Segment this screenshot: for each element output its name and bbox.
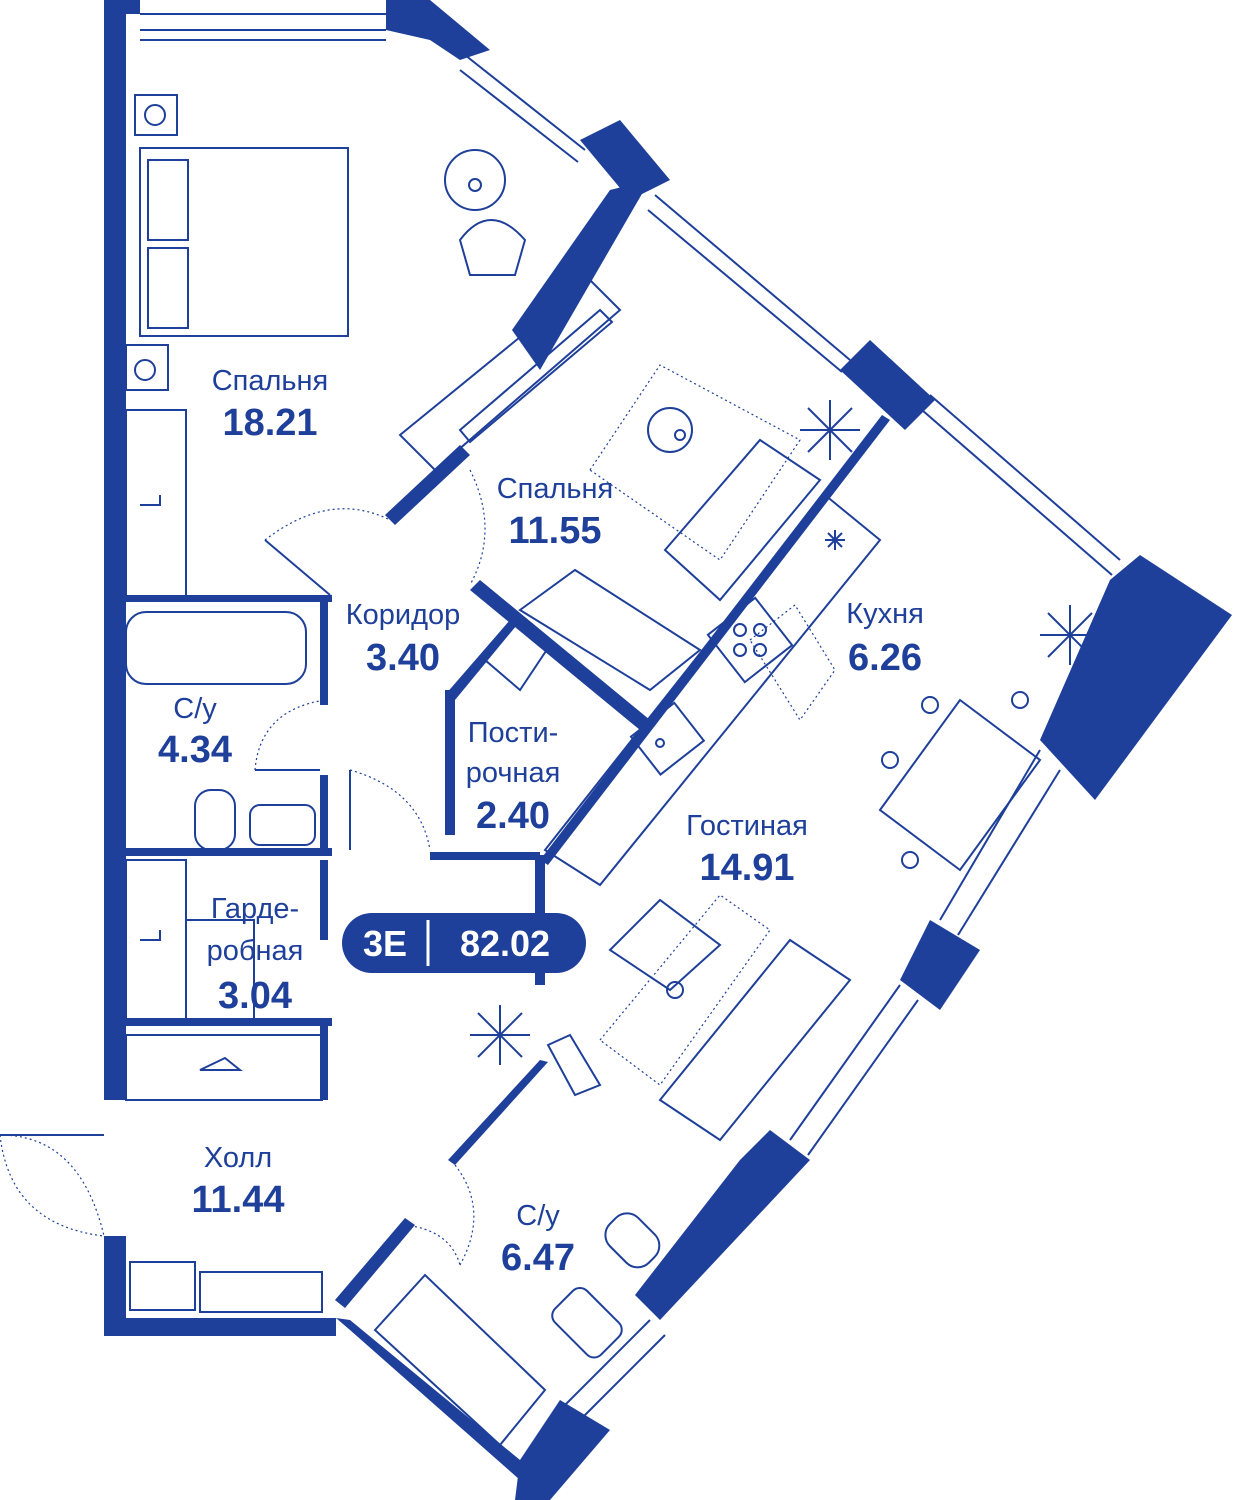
room-area-bedroom-2: 11.55 xyxy=(509,510,602,552)
toilet-icon xyxy=(194,789,236,851)
doors xyxy=(0,469,486,1266)
bathtub-2-icon xyxy=(373,1273,547,1447)
bed-icon xyxy=(139,147,349,337)
windows xyxy=(140,13,1121,1426)
room-area-wardrobe: 3.04 xyxy=(218,975,292,1017)
apartment-badge: 3Е 82.02 xyxy=(342,913,586,973)
room-name-kitchen: Кухня xyxy=(846,598,924,630)
kitchen-counter-icon xyxy=(543,493,882,887)
room-name-bathroom-2: С/у xyxy=(516,1200,560,1232)
room-name-laundry-line1: Пости- xyxy=(468,717,559,749)
room-name-living-room: Гостиная xyxy=(686,810,808,842)
room-area-living-room: 14.91 xyxy=(699,847,794,889)
desk-icon xyxy=(398,278,622,472)
hall-closet-icon xyxy=(125,1034,323,1101)
wardrobe-2-icon xyxy=(518,568,702,692)
sink-icon xyxy=(629,701,706,776)
furniture xyxy=(125,94,1100,1447)
room-area-bathroom-2: 6.47 xyxy=(501,1237,575,1279)
shoe-rack-icon xyxy=(129,1261,196,1311)
chair-icon xyxy=(458,219,527,276)
washbasin-2-icon xyxy=(551,1286,623,1359)
dining-table-icon xyxy=(878,698,1042,872)
room-name-bedroom-2: Спальня xyxy=(497,473,614,505)
washbasin-icon xyxy=(249,804,316,846)
tv-stand-icon xyxy=(608,898,722,992)
room-name-wardrobe-line2: робная xyxy=(207,935,304,967)
toilet-2-icon xyxy=(604,1212,661,1269)
interior-walls xyxy=(122,415,890,1308)
stove-icon xyxy=(706,596,794,684)
exterior-walls xyxy=(104,0,1232,1500)
room-area-hall: 11.44 xyxy=(192,1179,285,1221)
room-area-kitchen: 6.26 xyxy=(848,637,922,679)
apartment-total-area: 82.02 xyxy=(460,923,550,964)
room-name-corridor: Коридор xyxy=(346,599,461,631)
room-name-laundry-line2: рочная xyxy=(466,757,561,789)
bathtub-icon xyxy=(125,611,307,685)
room-name-bathroom-1: С/у xyxy=(173,693,217,725)
room-name-hall: Холл xyxy=(204,1142,272,1174)
plant-pot-icon xyxy=(444,149,506,211)
room-area-bathroom-1: 4.34 xyxy=(158,729,232,771)
room-area-laundry: 2.40 xyxy=(476,795,550,837)
room-area-corridor: 3.40 xyxy=(366,637,440,679)
room-name-wardrobe-line1: Гарде- xyxy=(211,893,299,925)
room-area-bedroom-1: 18.21 xyxy=(222,402,317,444)
room-labels: Спальня 18.21 Спальня 11.55 Коридор 3.40… xyxy=(158,365,924,1279)
apartment-type: 3Е xyxy=(363,923,407,964)
wardrobe-icon xyxy=(125,409,187,601)
sofa-icon xyxy=(663,438,822,602)
sofa-2-icon xyxy=(658,938,852,1142)
plant-icon xyxy=(470,400,1100,1065)
room-name-bedroom-1: Спальня xyxy=(212,365,329,397)
